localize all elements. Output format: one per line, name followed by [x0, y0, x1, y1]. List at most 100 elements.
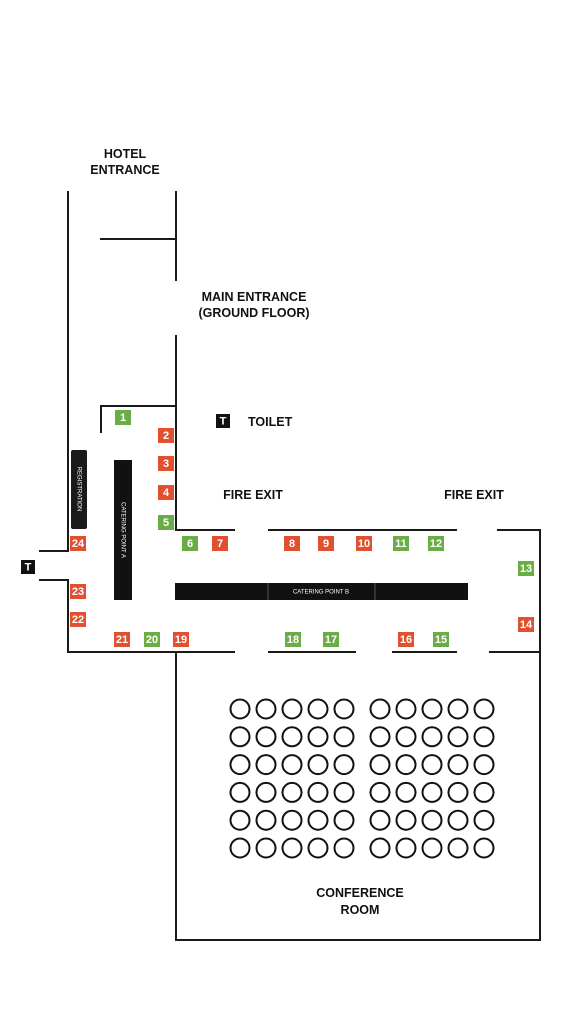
seat	[447, 781, 469, 803]
booth-2-number: 2	[163, 430, 169, 442]
main-entrance-label-line1: MAIN ENTRANCE	[202, 290, 307, 304]
seat	[281, 726, 303, 748]
booth-9[interactable]: 9	[318, 536, 334, 551]
booth-11[interactable]: 11	[393, 536, 409, 551]
booth-17[interactable]: 17	[323, 632, 339, 647]
booth-16[interactable]: 16	[398, 632, 414, 647]
seat	[447, 809, 469, 831]
seat	[395, 837, 417, 859]
seat	[255, 754, 277, 776]
seat	[421, 754, 443, 776]
seat	[229, 726, 251, 748]
seat	[255, 837, 277, 859]
hotel-entrance-label-line2: ENTRANCE	[90, 163, 159, 177]
seat	[281, 809, 303, 831]
booth-1-marker[interactable]	[115, 410, 131, 425]
toilet-marker: T TOILET	[216, 414, 293, 429]
booth-4-marker[interactable]	[158, 485, 174, 500]
booth-4-number: 4	[163, 487, 170, 499]
booth-7-marker[interactable]	[212, 536, 228, 551]
seat	[281, 781, 303, 803]
booth-9-number: 9	[323, 538, 329, 550]
toilet-label: TOILET	[248, 415, 293, 429]
booth-6-marker[interactable]	[182, 536, 198, 551]
booth-10-number: 10	[358, 538, 370, 550]
toilet-icon-left	[21, 560, 35, 574]
booth-19[interactable]: 19	[173, 632, 189, 647]
booth-13-marker[interactable]	[518, 561, 534, 576]
booth-15[interactable]: 15	[433, 632, 449, 647]
seat	[473, 837, 495, 859]
booth-22-marker[interactable]	[70, 612, 86, 627]
seat	[333, 754, 355, 776]
seat	[447, 837, 469, 859]
catering-point-a-label: CATERING POINT A	[119, 502, 125, 558]
seat	[421, 809, 443, 831]
booth-12-marker[interactable]	[428, 536, 444, 551]
conference-room-label-line1: CONFERENCE	[316, 886, 404, 900]
seat	[421, 726, 443, 748]
booth-23-marker[interactable]	[70, 584, 86, 599]
booth-13[interactable]: 13	[518, 561, 534, 576]
booth-14-marker[interactable]	[518, 617, 534, 632]
booth-18-marker[interactable]	[285, 632, 301, 647]
booth-17-marker[interactable]	[323, 632, 339, 647]
seat	[421, 837, 443, 859]
booth-5[interactable]: 5	[158, 515, 174, 530]
booth-3-marker[interactable]	[158, 456, 174, 471]
catering-point-b	[175, 583, 468, 600]
booth-19-marker[interactable]	[173, 632, 189, 647]
hotel-entrance-label-line1: HOTEL	[104, 147, 147, 161]
booth-20-marker[interactable]	[144, 632, 160, 647]
seat	[369, 809, 391, 831]
booth-5-number: 5	[163, 517, 169, 529]
seat	[473, 698, 495, 720]
booth-17-number: 17	[325, 634, 337, 646]
booth-15-marker[interactable]	[433, 632, 449, 647]
booth-16-number: 16	[400, 634, 412, 646]
booth-10[interactable]: 10	[356, 536, 372, 551]
booth-2-marker[interactable]	[158, 428, 174, 443]
seat	[307, 698, 329, 720]
booth-23[interactable]: 23	[70, 584, 86, 599]
booth-4[interactable]: 4	[158, 485, 174, 500]
booth-14[interactable]: 14	[518, 617, 534, 632]
booth-12[interactable]: 12	[428, 536, 444, 551]
booth-5-marker[interactable]	[158, 515, 174, 530]
seat	[255, 781, 277, 803]
seat	[333, 698, 355, 720]
booth-2[interactable]: 2	[158, 428, 174, 443]
booth-24[interactable]: 24	[70, 536, 86, 551]
booth-18[interactable]: 18	[285, 632, 301, 647]
booth-24-number: 24	[72, 538, 85, 550]
booth-8-marker[interactable]	[284, 536, 300, 551]
seat	[369, 781, 391, 803]
booth-7[interactable]: 7	[212, 536, 228, 551]
booth-9-marker[interactable]	[318, 536, 334, 551]
booth-14-number: 14	[520, 619, 533, 631]
booth-13-number: 13	[520, 563, 532, 575]
booth-15-number: 15	[435, 634, 447, 646]
booth-10-marker[interactable]	[356, 536, 372, 551]
booth-22[interactable]: 22	[70, 612, 86, 627]
booth-21-number: 21	[116, 634, 128, 646]
seat	[281, 837, 303, 859]
booth-1[interactable]: 1	[115, 410, 131, 425]
seat	[333, 837, 355, 859]
catering-point-a	[114, 460, 132, 600]
toilet-icon-left-letter: T	[25, 561, 32, 573]
seat	[473, 809, 495, 831]
booth-23-number: 23	[72, 586, 84, 598]
booth-16-marker[interactable]	[398, 632, 414, 647]
booth-6[interactable]: 6	[182, 536, 198, 551]
booth-21-marker[interactable]	[114, 632, 130, 647]
booth-8[interactable]: 8	[284, 536, 300, 551]
main-entrance-label-line2: (GROUND FLOOR)	[198, 306, 309, 320]
booth-20[interactable]: 20	[144, 632, 160, 647]
seat	[229, 781, 251, 803]
catering-point-b-label: CATERING POINT B	[293, 590, 349, 596]
booth-24-marker[interactable]	[70, 536, 86, 551]
booth-3[interactable]: 3	[158, 456, 174, 471]
booth-11-marker[interactable]	[393, 536, 409, 551]
booth-21[interactable]: 21	[114, 632, 130, 647]
